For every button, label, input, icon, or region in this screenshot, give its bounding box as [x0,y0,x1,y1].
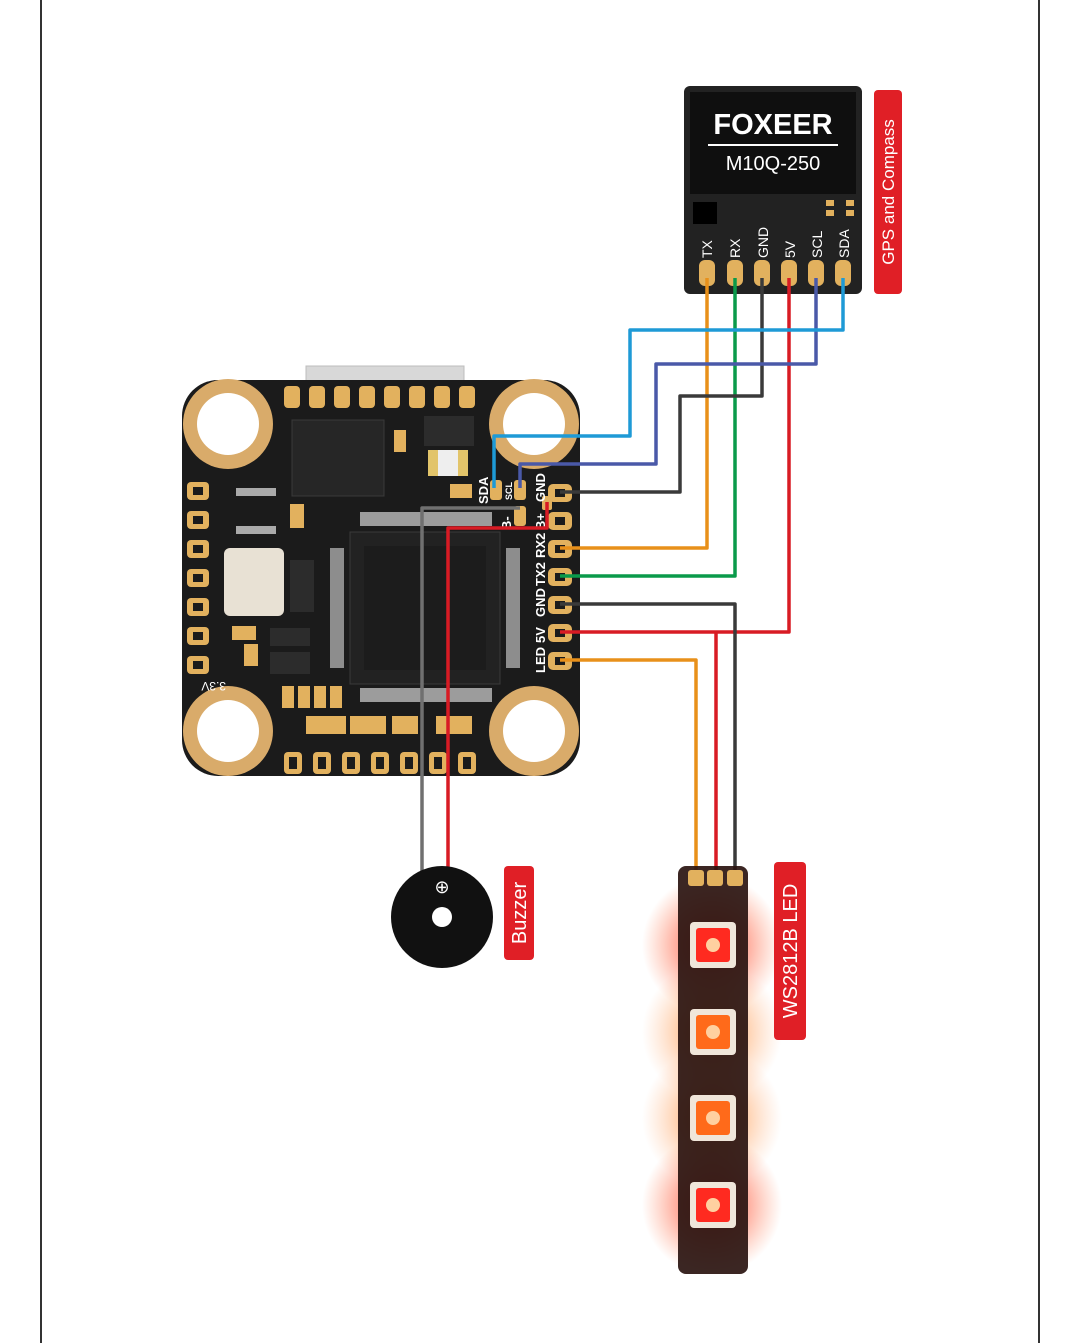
mounting-hole-top-left [183,379,273,469]
bottom-pad-row [284,752,476,774]
gps-pin-tx: TX [699,239,715,258]
gps-tag-text: GPS and Compass [879,119,898,265]
gps-pin-pads [699,260,851,286]
flight-controller-board: 3.3V SDA SCL GND B- B+ RX2 TX2 GND 5V L [182,365,580,776]
top-pad-row [284,386,475,408]
buzzer-polarity: ⊕ [434,877,449,897]
scl-pad [514,480,526,500]
pad-label-b-plus: B+ [533,513,548,530]
gps-tag: GPS and Compass [874,90,902,294]
led-strip [642,866,782,1275]
led-chip [690,1009,736,1055]
gps-pin-rx: RX [727,238,743,258]
led-chip [690,1182,736,1228]
gps-model: M10Q-250 [726,153,821,175]
mcu-die-mark [364,546,486,670]
buzzer-tag-text: Buzzer [509,882,531,945]
pad-label-5v: 5V [533,627,548,643]
page-border-right [1038,0,1040,1343]
led-chip [690,922,736,968]
mounting-hole-bottom-left [183,686,273,776]
led-tag: WS2812B LED [774,862,806,1040]
wire-gps-tx-to-rx2 [560,278,709,550]
sda-pad [490,480,502,500]
wire-gps-sda [492,278,845,488]
wires [420,278,845,880]
wire-gps-scl [518,278,818,488]
wire-gps-gnd [560,278,764,494]
gps-brand: FOXEER [713,109,832,141]
led-chip [690,1095,736,1141]
gps-pin-5v: 5V [782,240,798,258]
buzzer-neg-pad [514,506,526,526]
buzzer-tag: Buzzer [504,866,534,960]
wire-buzzer-neg [420,506,520,880]
imu-chip [291,419,385,497]
gps-pin-gnd: GND [755,227,771,258]
pad-label-scl: SCL [504,481,514,500]
crystal-component [224,548,284,616]
gps-pin-scl: SCL [809,231,825,258]
led-tag-text: WS2812B LED [780,884,802,1019]
pad-label-gnd-top: GND [533,473,548,502]
pad-label-tx2: TX2 [533,562,548,586]
pad-label-gnd: GND [533,588,548,617]
voltage-label: 3.3V [201,679,226,693]
buzzer: ⊕ [391,866,493,968]
pad-label-sda: SDA [476,476,491,504]
pad-label-led: LED [533,647,548,673]
wire-gps-rx-to-tx2 [560,278,737,578]
page-border-left [40,0,42,1343]
gps-module: FOXEER M10Q-250 TX RX GND 5V SCL SDA [684,86,862,294]
gps-pin-sda: SDA [836,229,852,258]
wire-led-gnd [560,602,737,878]
wire-buzzer-pos [446,502,549,880]
wire-gps-5v [560,278,791,634]
mounting-hole-bottom-right [489,686,579,776]
mcu-pins [330,512,520,702]
mounting-hole-top-right [489,379,579,469]
led-strip-pads [688,870,743,886]
pad-label-rx2: RX2 [533,533,548,558]
left-pad-column [187,482,209,674]
wire-led-data [560,658,698,878]
